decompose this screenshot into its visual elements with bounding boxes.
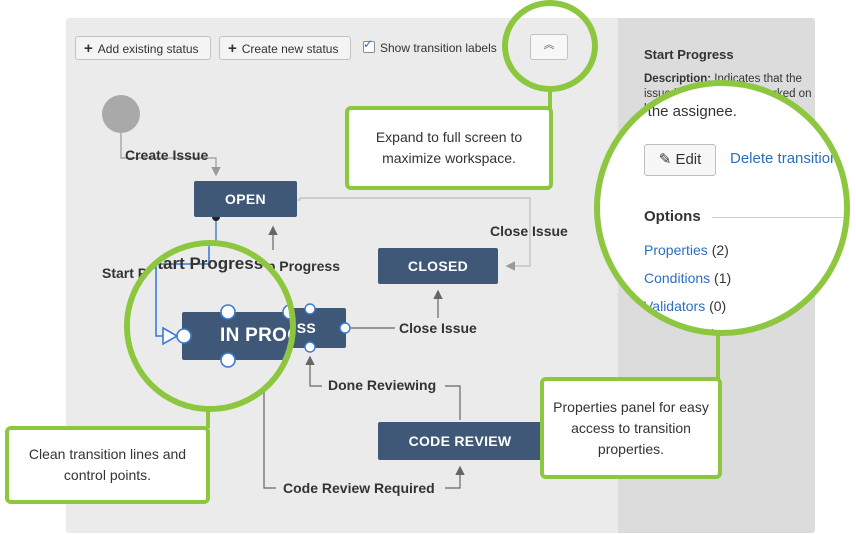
option-post-functions-label[interactable]: Post Functions xyxy=(644,326,737,336)
delete-transition-link[interactable]: Delete transition xyxy=(730,150,839,167)
option-validators[interactable]: Validators (0) xyxy=(644,298,726,314)
status-open[interactable]: OPEN xyxy=(194,181,297,217)
double-chevron-up-icon: ︽ xyxy=(543,39,555,51)
plus-icon: + xyxy=(228,40,237,57)
show-transition-labels-checkbox[interactable]: ✓ xyxy=(363,37,375,53)
pencil-icon: ✎ xyxy=(658,151,672,168)
create-new-status-label: Create new status xyxy=(241,42,339,56)
transition-magnifier: Start Progress IN PROGRESS xyxy=(124,240,296,412)
status-code-review[interactable]: CODE REVIEW xyxy=(378,422,542,460)
option-conditions[interactable]: Conditions (1) xyxy=(644,270,731,286)
option-conditions-count: (1) xyxy=(714,270,732,286)
panel-title: Start Progress xyxy=(644,47,734,62)
option-post-functions[interactable]: Post Functions (7) xyxy=(644,326,758,336)
options-heading: Options xyxy=(644,208,701,225)
show-transition-labels-label: Show transition labels xyxy=(380,41,497,55)
add-existing-status-label: Add existing status xyxy=(97,42,199,56)
magnified-description-tail: y the assignee. xyxy=(636,103,737,120)
transition-close-issue-top[interactable]: Close Issue xyxy=(490,223,568,239)
transition-close-issue-mid[interactable]: Close Issue xyxy=(399,320,477,336)
magnified-status-in-progress[interactable]: IN PROGRESS xyxy=(182,312,290,360)
options-divider xyxy=(712,217,844,218)
callout-expand: Expand to full screen to maximize worksp… xyxy=(345,106,553,190)
edit-label: Edit xyxy=(675,151,702,168)
properties-magnifier: y the assignee. ✎ Edit Delete transition… xyxy=(594,80,850,336)
add-existing-status-button[interactable]: + Add existing status xyxy=(75,36,211,60)
option-validators-count: (0) xyxy=(709,298,727,314)
option-properties-count: (2) xyxy=(711,242,729,258)
option-validators-label[interactable]: Validators xyxy=(644,298,706,314)
create-new-status-button[interactable]: + Create new status xyxy=(219,36,351,60)
plus-icon: + xyxy=(84,40,93,57)
option-conditions-label[interactable]: Conditions xyxy=(644,270,711,286)
transition-done-reviewing[interactable]: Done Reviewing xyxy=(328,377,437,393)
transition-code-review-required[interactable]: Code Review Required xyxy=(283,480,435,496)
start-node xyxy=(102,95,140,133)
magnified-handles xyxy=(176,304,290,368)
magnified-start-progress-label[interactable]: Start Progress xyxy=(146,254,264,273)
status-closed[interactable]: CLOSED xyxy=(378,248,498,284)
in-progress-visible-suffix: SS xyxy=(296,320,316,336)
transition-create-issue[interactable]: Create Issue xyxy=(125,147,209,163)
option-properties[interactable]: Properties (2) xyxy=(644,242,729,258)
option-properties-label[interactable]: Properties xyxy=(644,242,708,258)
checkmark-icon: ✓ xyxy=(363,37,374,51)
edit-button[interactable]: ✎ Edit xyxy=(644,144,716,176)
expand-magnifier xyxy=(502,0,598,92)
expand-fullscreen-button[interactable]: ︽ xyxy=(530,34,568,60)
callout-properties: Properties panel for easy access to tran… xyxy=(540,377,722,479)
magnified-lines xyxy=(155,246,210,346)
option-post-functions-count: (7) xyxy=(740,326,758,336)
callout-transitions: Clean transition lines and control point… xyxy=(5,426,210,504)
